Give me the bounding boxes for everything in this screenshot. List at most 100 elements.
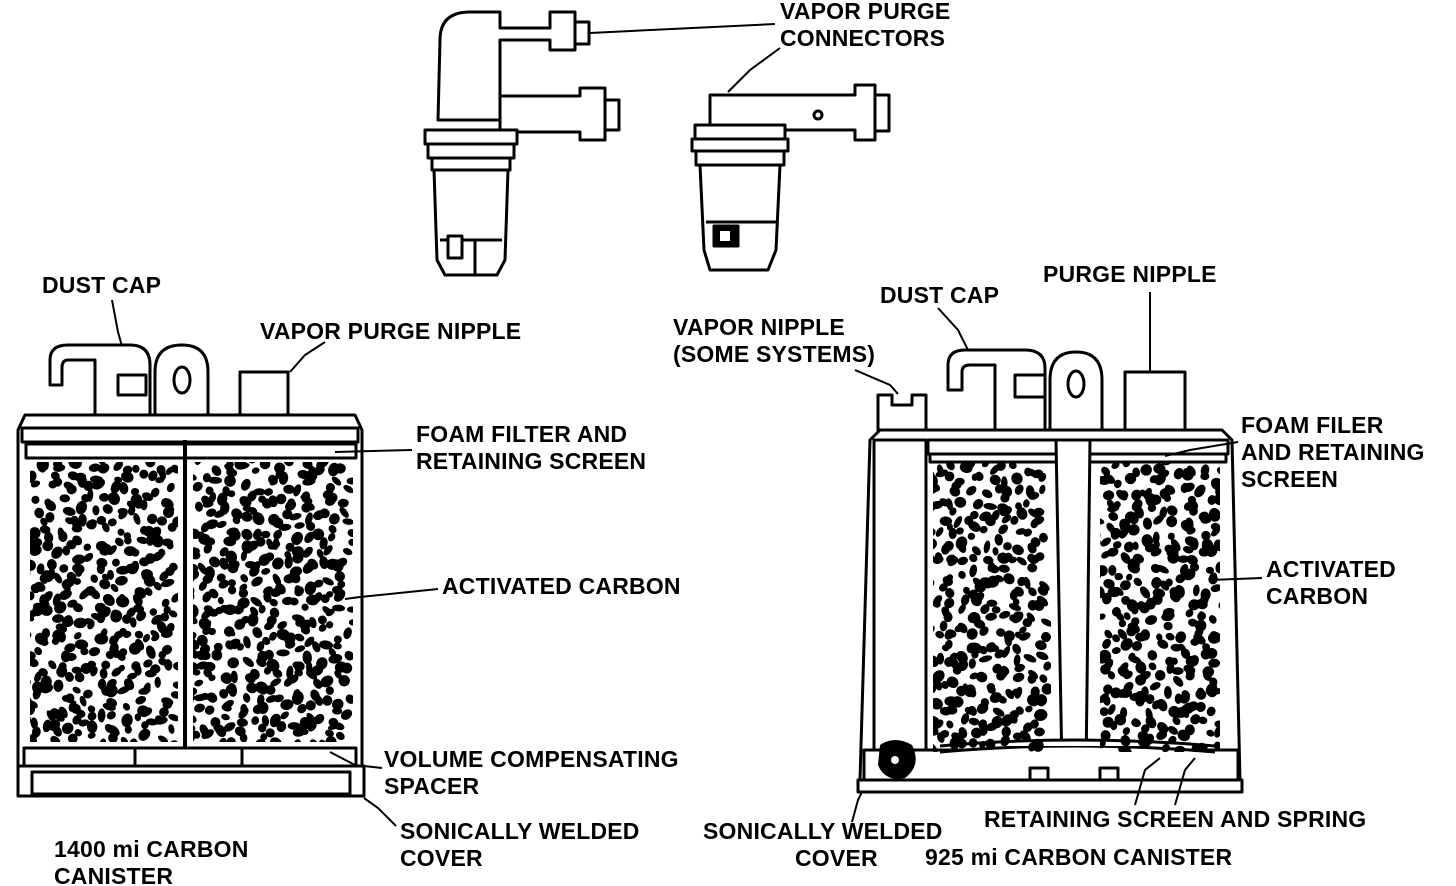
carbon-granule [73, 632, 82, 640]
carbon-granule [227, 585, 237, 595]
carbon-granule [238, 588, 249, 598]
carbon-granule [978, 719, 988, 730]
carbon-granule [227, 657, 239, 669]
carbon-granule [966, 628, 978, 640]
carbon-granule [238, 707, 249, 719]
carbon-granule [193, 550, 201, 560]
carbon-granule [87, 711, 97, 721]
label-welded-cover-right-line2: COVER [795, 845, 878, 871]
carbon-granule [122, 614, 132, 624]
carbon-granule [257, 723, 267, 733]
carbon-granule [1168, 735, 1177, 745]
carbon-granule [172, 681, 178, 689]
carbon-granule [284, 555, 293, 569]
carbon-granule [1192, 584, 1200, 597]
carbon-chamber-4 [1100, 462, 1220, 752]
carbon-granule [293, 484, 302, 497]
carbon-granule [108, 732, 118, 742]
carbon-granule [67, 733, 78, 742]
carbon-granule [270, 678, 282, 687]
carbon-granule [983, 540, 991, 554]
carbon-granule [302, 477, 316, 486]
carbon-granule [1010, 515, 1019, 525]
carbon-granule [40, 683, 54, 694]
label-vapor-nipple-line1: VAPOR NIPPLE [673, 314, 845, 340]
carbon-granule [1112, 634, 1121, 643]
label-welded-cover-right-line1: SONICALLY WELDED [703, 818, 943, 844]
carbon-granule [62, 578, 75, 588]
carbon-granule [99, 738, 107, 742]
carbon-granule [39, 525, 51, 534]
carbon-granule [1128, 652, 1136, 661]
carbon-granule [1108, 564, 1117, 576]
carbon-granule [1033, 599, 1045, 612]
carbon-granule [1171, 657, 1178, 665]
label-welded-cover-left-line2: COVER [400, 845, 483, 871]
carbon-granule [933, 500, 944, 510]
carbon-granule [1001, 726, 1011, 738]
carbon-granule [225, 462, 234, 469]
carbon-granule [935, 630, 945, 639]
carbon-granule [319, 537, 328, 550]
carbon-granule [131, 548, 140, 557]
carbon-granule [1166, 505, 1178, 516]
carbon-granule [136, 536, 149, 544]
label-canister-1400: 1400 mi CARBON CANISTER [54, 836, 249, 886]
carbon-granule [294, 522, 305, 529]
carbon-granule [193, 649, 199, 659]
carbon-granule [1103, 684, 1113, 695]
carbon-granule [1208, 615, 1217, 624]
carbon-granule [128, 642, 142, 655]
carbon-granule [72, 535, 83, 546]
carbon-granule [1130, 557, 1140, 569]
carbon-granule [968, 738, 978, 748]
carbon-granule [975, 671, 988, 683]
carbon-granule [53, 464, 66, 472]
carbon-granule [1185, 668, 1195, 679]
carbon-granule [50, 735, 61, 742]
carbon-granule [974, 580, 987, 593]
carbon-granule [285, 542, 295, 552]
carbon-granule [1174, 745, 1186, 752]
carbon-granule [53, 572, 63, 584]
carbon-granule [1003, 573, 1015, 585]
carbon-granule [251, 716, 260, 725]
carbon-granule [1008, 556, 1017, 564]
carbon-granule [951, 696, 964, 708]
carbon-granule [141, 492, 154, 502]
carbon-granule [72, 520, 81, 529]
carbon-granule [278, 523, 292, 531]
carbon-granule [118, 509, 128, 520]
carbon-granule [241, 528, 253, 541]
carbon-granule [74, 472, 87, 482]
carbon-granule [208, 628, 216, 636]
carbon-chamber-2 [193, 462, 353, 742]
carbon-granule [1206, 706, 1216, 717]
carbon-granule [74, 639, 89, 650]
carbon-granule [145, 462, 156, 468]
carbon-granule [1108, 511, 1119, 521]
carbon-granule [957, 541, 967, 553]
carbon-granule [215, 724, 227, 738]
carbon-granule [160, 578, 175, 588]
carbon-granule [150, 664, 161, 674]
carbon-granule [220, 672, 233, 684]
carbon-granule [193, 669, 201, 676]
carbon-granule [256, 641, 265, 652]
carbon-granule [302, 546, 313, 558]
carbon-granule [1107, 547, 1119, 557]
carbon-granule [944, 471, 955, 482]
carbon-granule [134, 665, 142, 676]
carbon-granule [30, 657, 39, 667]
carbon-granule [153, 716, 168, 725]
label-foam-filter-left-line1: FOAM FILTER AND [416, 421, 628, 447]
carbon-granule [954, 624, 965, 633]
carbon-granule [292, 726, 306, 737]
carbon-granule [948, 527, 957, 540]
carbon-granule [193, 473, 197, 481]
carbon-granule [933, 719, 944, 729]
carbon-granule [1024, 467, 1032, 477]
carbon-granule [293, 661, 305, 672]
carbon-granule [160, 629, 173, 638]
carbon-granule [30, 717, 38, 730]
